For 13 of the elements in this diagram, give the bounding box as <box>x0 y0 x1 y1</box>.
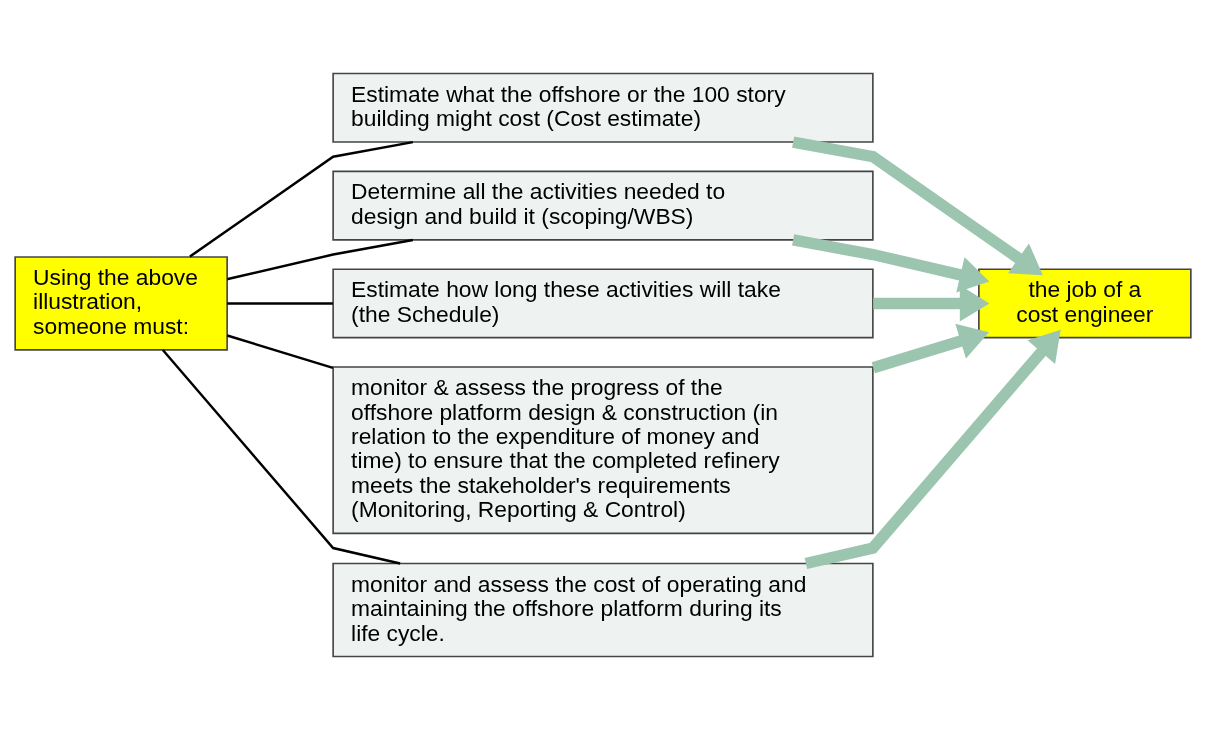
arrow <box>871 323 989 373</box>
node-box: Determine all the activities needed to design and build it (scoping/WBS) <box>332 170 874 241</box>
node-box: Using the above illustration, someone must: <box>14 255 228 351</box>
connector <box>227 238 414 280</box>
node-box: monitor and assess the cost of operating and maintaining the offshore platform during its life cycle. <box>332 562 874 657</box>
node-box: the job of a cost engineer <box>978 267 1192 338</box>
node-box: Estimate what the offshore or the 100 story building might cost (Cost estimate) <box>332 72 874 143</box>
node-box: Estimate how long these activities will take (the Schedule) <box>332 267 874 338</box>
connector <box>226 333 334 369</box>
node-box: monitor & assess the progress of the offshore platform design & construction (in relation to the expenditure of money and time) to ensure that the completed refinery meets the stakeholder's requirements (Monitoring, Reporting & Control) <box>332 365 874 534</box>
connector <box>189 140 414 258</box>
connector <box>161 348 401 565</box>
connector <box>227 301 333 305</box>
